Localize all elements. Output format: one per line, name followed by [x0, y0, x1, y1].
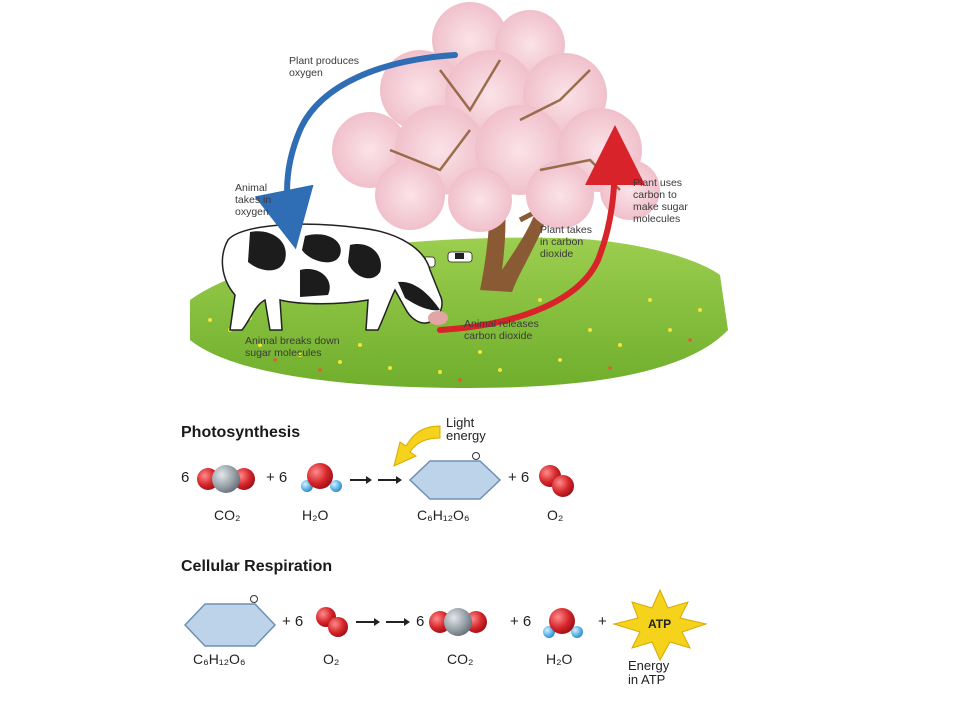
oxygen-arrow — [254, 52, 458, 250]
label-animal-releases-co2: Animal releases carbon dioxide — [464, 318, 539, 342]
label-plant-takes-co2: Plant takes in carbon dioxide — [540, 224, 592, 260]
label-plant-uses-carbon: Plant uses carbon to make sugar molecule… — [633, 177, 688, 225]
formula-glucose: C₆H₁₂O₆ — [193, 651, 246, 667]
formula-co2: CO₂ — [214, 507, 241, 523]
tree — [332, 2, 660, 292]
plus-6-o2: + 6 — [508, 469, 530, 486]
light-energy-arrow — [393, 425, 441, 467]
plus-6-h2o: + 6 — [266, 469, 288, 486]
respiration-equation — [183, 588, 708, 662]
co2-molecule — [197, 465, 255, 493]
o2-molecule — [316, 607, 348, 637]
cycle-illustration — [190, 2, 728, 388]
plus-atp: + — [598, 613, 607, 630]
formula-h2o: H₂O — [302, 507, 329, 523]
label-animal-takes-oxygen: Animal takes in oxygen — [235, 182, 272, 218]
co2-molecule — [429, 608, 487, 636]
photosynthesis-equation — [197, 425, 574, 500]
formula-o2: O₂ — [547, 507, 564, 523]
plus-6-o2: + 6 — [282, 613, 304, 630]
glucose-hexagon — [408, 452, 502, 500]
glucose-hexagon — [183, 595, 277, 647]
reaction-arrow — [350, 476, 402, 484]
energy-in-atp-label: Energy in ATP — [628, 658, 670, 687]
atp-sunburst — [612, 588, 708, 662]
o2-molecule — [539, 465, 574, 497]
reaction-arrow — [356, 618, 410, 626]
plus-6-h2o: + 6 — [510, 613, 532, 630]
atp-label: ATP — [648, 617, 672, 631]
respiration-title: Cellular Respiration — [181, 558, 333, 575]
co2-arrow — [437, 125, 645, 333]
label-plant-produces-oxygen: Plant produces oxygen — [289, 55, 360, 79]
formula-glucose: C₆H₁₂O₆ — [417, 507, 470, 523]
formula-o2: O₂ — [323, 651, 340, 667]
h2o-molecule — [301, 463, 342, 492]
h2o-molecule — [543, 608, 583, 638]
formula-co2: CO₂ — [447, 651, 474, 667]
meadow-flowers — [208, 298, 702, 374]
photosynthesis-title: Photosynthesis — [181, 424, 301, 441]
label-animal-breaks-sugar: Animal breaks down sugar molecules — [245, 335, 340, 359]
coef-co2: 6 — [181, 469, 190, 486]
coef-co2: 6 — [416, 613, 425, 630]
light-energy-label: Light energy — [446, 415, 486, 443]
formula-h2o: H₂O — [546, 651, 573, 667]
